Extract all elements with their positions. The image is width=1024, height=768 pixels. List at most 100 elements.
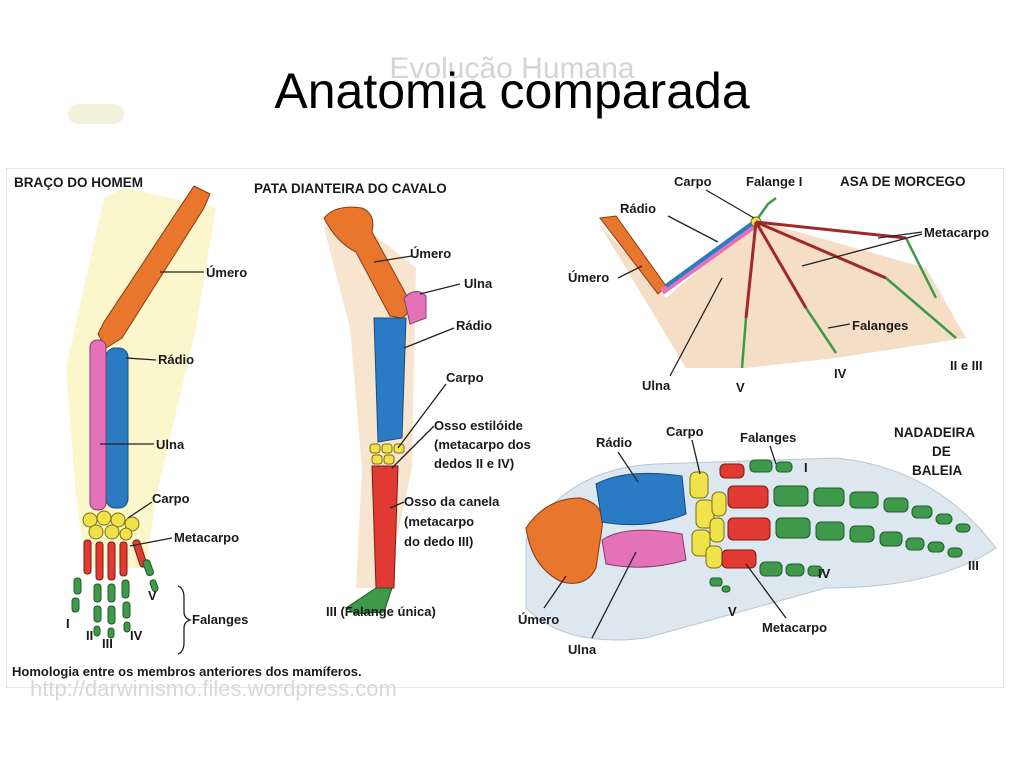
- horse-canela-line: [389, 501, 405, 509]
- whale-roman-v: V: [728, 604, 737, 619]
- horse-umero-line: [373, 255, 413, 263]
- bat-label-ulna: Ulna: [642, 378, 671, 393]
- bat-label-radio: Rádio: [620, 201, 656, 216]
- bat-umero-line: [617, 265, 643, 279]
- human-roman-ii: II: [86, 628, 93, 643]
- human-radio-line: [125, 357, 157, 361]
- whale-metacarpo-line: [745, 563, 787, 619]
- bat-label-falanges: Falanges: [852, 318, 908, 333]
- whale-radio-line: [617, 451, 639, 483]
- whale-label-metacarpo: Metacarpo: [762, 620, 827, 635]
- human-label-metacarpo: Metacarpo: [174, 530, 239, 545]
- bat-radius: [664, 220, 756, 288]
- watermark-top: Evolução Humana: [389, 52, 635, 85]
- whale-carpals: [689, 471, 727, 569]
- horse-ulna-line: [419, 283, 461, 295]
- horse-carpals: [369, 443, 405, 465]
- bat-roman-iv: IV: [834, 366, 847, 381]
- human-carpo-line: [127, 501, 153, 519]
- bat-metacarpals: [744, 220, 907, 319]
- homology-figure: BRAÇO DO HOMEM Úmero Rádio Ulna Carpo Me…: [5, 167, 1005, 689]
- whale-radius: [595, 472, 687, 526]
- faint-logo: [68, 104, 124, 124]
- bat-carpo-line: [705, 189, 755, 219]
- whale-roman-iv: IV: [818, 566, 831, 581]
- whale-label-ulna: Ulna: [568, 642, 597, 657]
- horse-radius: [373, 317, 407, 443]
- horse-phalanx: [345, 587, 393, 615]
- whale-ulna: [601, 529, 687, 568]
- horse-label-umero: Úmero: [410, 246, 451, 261]
- bat-radio-line: [667, 215, 719, 243]
- human-roman-i: I: [66, 616, 70, 631]
- whale-phalanges: [709, 459, 971, 593]
- human-roman-v: V: [148, 588, 157, 603]
- bat-falanges-line: [827, 323, 851, 329]
- horse-estiloide-line: [391, 425, 435, 469]
- horse-header: PATA DIANTEIRA DO CAVALO: [254, 181, 447, 196]
- bat-metacarpo-line-2: [801, 233, 923, 267]
- human-radius: [105, 347, 129, 509]
- bat-label-metacarpo: Metacarpo: [924, 225, 989, 240]
- horse-label-canela-1: Osso da canela: [404, 494, 500, 509]
- whale-humerus: [525, 497, 604, 584]
- horse-label-carpo: Carpo: [446, 370, 484, 385]
- human-falanges-brace: [177, 585, 193, 655]
- human-label-radio: Rádio: [158, 352, 194, 367]
- figure-caption: Homologia entre os membros anteriores do…: [12, 664, 362, 679]
- whale-label-falanges: Falanges: [740, 430, 796, 445]
- whale-label-umero: Úmero: [518, 612, 559, 627]
- horse-label-radio: Rádio: [456, 318, 492, 333]
- whale-carpo-line: [691, 439, 701, 475]
- human-roman-iii: III: [102, 636, 113, 651]
- human-label-umero: Úmero: [206, 265, 247, 280]
- bat-roman-ii-iii: II e III: [950, 358, 983, 373]
- whale-label-radio: Rádio: [596, 435, 632, 450]
- whale-roman-iii: III: [968, 558, 979, 573]
- horse-label-estiloide-2: (metacarpo dos: [434, 437, 531, 452]
- horse-leg: PATA DIANTEIRA DO CAVALO Úmero Ulna Rádi…: [254, 181, 531, 619]
- horse-radio-line: [403, 327, 455, 349]
- human-label-carpo: Carpo: [152, 491, 190, 506]
- human-metacarpo-line: [129, 537, 173, 547]
- bat-phalanges: [740, 197, 957, 369]
- whale-header-2: DE: [932, 444, 951, 459]
- horse-ulna: [403, 291, 427, 325]
- horse-label-canela-2: (metacarpo: [404, 514, 474, 529]
- bat-wing: ASA DE MORCEGO Carpo Falange I Rádio Met…: [568, 174, 989, 395]
- human-label-ulna: Ulna: [156, 437, 185, 452]
- whale-falanges-line: [769, 445, 777, 465]
- bat-label-carpo: Carpo: [674, 174, 712, 189]
- whale-ulna-line: [591, 551, 637, 639]
- human-roman-iv: IV: [130, 628, 143, 643]
- watermark-bottom: http://darwinismo.files.wordpress.com: [30, 676, 397, 701]
- whale-header-1: NADADEIRA: [894, 425, 975, 440]
- horse-carpo-line: [397, 383, 447, 449]
- bat-metacarpo-line-1: [877, 231, 923, 239]
- horse-label-canela-3: do dedo III): [404, 534, 473, 549]
- human-ulna: [89, 339, 107, 511]
- whale-metacarpals: [719, 463, 771, 569]
- homology-diagram: BRAÇO DO HOMEM Úmero Rádio Ulna Carpo Me…: [5, 167, 1005, 689]
- horse-label-estiloide-3: dedos II e IV): [434, 456, 514, 471]
- whale-label-carpo: Carpo: [666, 424, 704, 439]
- bat-wing-membrane: [598, 220, 966, 368]
- whale-flipper: NADADEIRA DE BALEIA Rádio Carpo Falanges…: [518, 424, 997, 657]
- human-label-falanges: Falanges: [192, 612, 248, 627]
- horse-label-falange-unica: III (Falange única): [326, 604, 436, 619]
- whale-roman-i: I: [804, 460, 808, 475]
- human-header: BRAÇO DO HOMEM: [14, 175, 143, 190]
- horse-cannon-bone: [371, 465, 399, 589]
- horse-label-ulna: Ulna: [464, 276, 493, 291]
- bat-roman-v: V: [736, 380, 745, 395]
- human-metacarpals: [83, 539, 148, 581]
- bat-label-falange-i: Falange I: [746, 174, 802, 189]
- bat-ulna: [660, 223, 756, 295]
- whale-header-3: BALEIA: [912, 463, 963, 478]
- human-carpals: [82, 510, 140, 541]
- human-phalanges: [71, 559, 159, 639]
- bat-header: ASA DE MORCEGO: [840, 174, 966, 189]
- human-arm: BRAÇO DO HOMEM Úmero Rádio Ulna Carpo Me…: [14, 175, 248, 655]
- whale-umero-line: [543, 575, 567, 609]
- horse-label-estiloide-1: Osso estilóide: [434, 418, 523, 433]
